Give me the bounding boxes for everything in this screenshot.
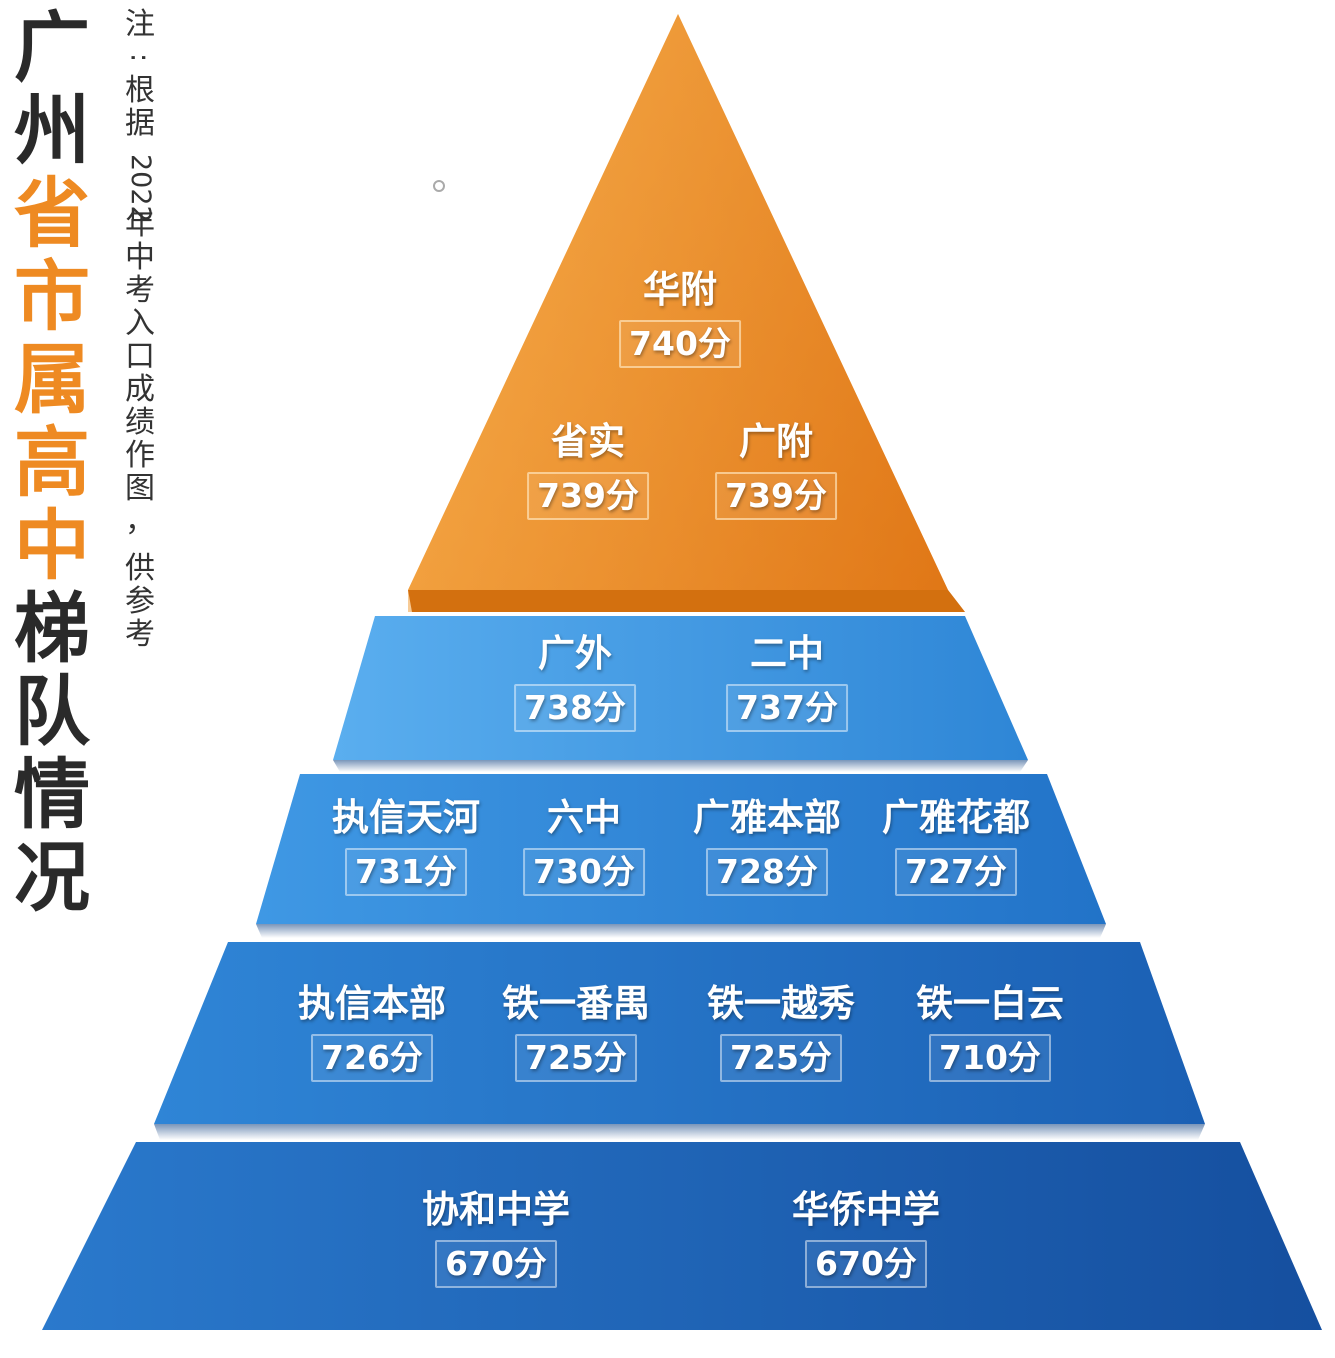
school-name: 铁一越秀 [707,982,855,1025]
school-item: 铁一番禺 725分 [502,982,650,1082]
score-badge: 726分 [311,1034,433,1082]
note-char: 考 [125,273,155,308]
note-char: 图 [125,471,155,506]
school-name: 华附 [642,268,717,311]
school-name: 铁一番禺 [502,982,650,1025]
score-badge: 710分 [929,1034,1051,1082]
school-name: 省实 [550,420,625,463]
school-name: 铁一白云 [916,982,1064,1025]
note-char: 成 [125,372,155,407]
school-name: 六中 [546,796,621,839]
school-item: 广附 739分 [715,420,837,520]
school-name: 执信天河 [332,796,480,839]
title-char: 高 [14,418,90,507]
title-char: 梯 [14,584,90,673]
school-item: 二中 737分 [726,632,848,732]
school-item: 省实 739分 [527,420,649,520]
school-name: 执信本部 [298,982,446,1025]
score-badge: 740分 [619,320,741,368]
note-char: 据 [125,106,155,141]
score-badge: 739分 [715,472,837,520]
school-name: 广雅本部 [693,796,841,839]
school-name: 广雅花都 [882,796,1030,839]
tier-4-shape [154,942,1205,1140]
note-char: 年 [125,207,155,242]
school-item: 铁一白云 710分 [916,982,1064,1082]
score-badge: 738分 [514,684,636,732]
score-badge: 728分 [706,848,828,896]
score-badge: 737分 [726,684,848,732]
score-badge: 730分 [523,848,645,896]
title-char: 情 [14,750,90,839]
school-item: 华侨中学 670分 [792,1188,940,1288]
note-char: 作 [125,438,155,473]
title-char: 况 [14,833,90,922]
title-char: 中 [14,501,90,590]
school-item: 执信天河 731分 [332,796,480,896]
note-char: 入 [125,306,155,341]
school-item: 铁一越秀 725分 [707,982,855,1082]
score-badge: 725分 [720,1034,842,1082]
score-badge: 670分 [805,1240,927,1288]
score-badge: 725分 [515,1034,637,1082]
score-badge: 727分 [895,848,1017,896]
note-char: 参 [125,584,155,619]
tier-3-shape [256,774,1106,938]
school-item: 六中 730分 [523,796,645,896]
school-item: 广外 738分 [514,632,636,732]
note-char: 考 [125,617,155,652]
note-char: 根 [125,73,155,108]
decorative-circle [433,180,445,192]
note-char: 口 [125,339,155,374]
school-name: 广外 [537,632,612,675]
tier-1-shape [408,14,965,612]
title-char: 省 [14,169,90,258]
tier-2-shape [333,616,1028,772]
note-char: 注 [125,7,155,42]
school-item: 广雅花都 727分 [882,796,1030,896]
note-char: ， [125,504,155,539]
title-char: 市 [14,252,90,341]
score-badge: 731分 [345,848,467,896]
title-char: 队 [14,667,90,756]
school-item: 华附 740分 [619,268,741,368]
tier-5-shape [42,1142,1322,1330]
note-char: 中 [125,240,155,275]
title-char: 州 [14,86,90,175]
school-name: 二中 [749,632,824,675]
school-name: 华侨中学 [792,1188,940,1231]
school-name: 协和中学 [422,1188,570,1231]
note-char: 绩 [125,405,155,440]
note-char: 供 [125,551,155,586]
school-item: 执信本部 726分 [298,982,446,1082]
school-item: 广雅本部 728分 [693,796,841,896]
score-badge: 739分 [527,472,649,520]
page-title: 广州省市属高中梯队情况 [6,6,98,919]
score-badge: 670分 [435,1240,557,1288]
title-char: 广 [14,3,90,92]
school-name: 广附 [738,420,813,463]
title-char: 属 [14,335,90,424]
school-item: 协和中学 670分 [422,1188,570,1288]
